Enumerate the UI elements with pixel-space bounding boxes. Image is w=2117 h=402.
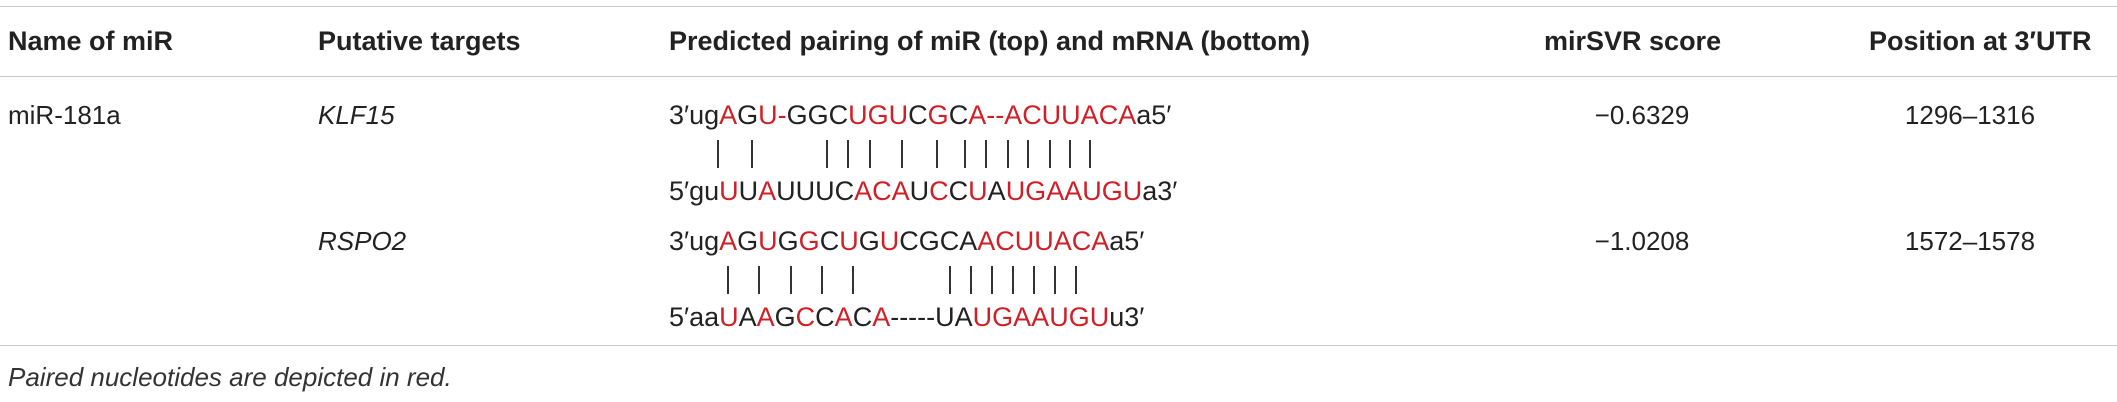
pairing-bar <box>1049 140 1051 168</box>
pairing-bar <box>727 266 729 294</box>
sequence-segment: U <box>909 176 930 206</box>
row2-position: 1572–1578 <box>1904 226 2036 256</box>
sequence-segment: a5′ <box>1136 100 1172 130</box>
sequence-segment: a3′ <box>1142 176 1178 206</box>
pairing-bar <box>869 140 871 168</box>
pairing-bar <box>821 266 823 294</box>
row1-name: miR-181a <box>8 100 121 130</box>
row2-score: −1.0208 <box>1594 226 1690 256</box>
sequence-segment: C <box>948 100 969 130</box>
sequence-segment: G <box>774 302 796 332</box>
sequence-segment: -----UA <box>890 302 973 332</box>
pairing-bar <box>1033 266 1035 294</box>
sequence-segment: U <box>968 176 988 206</box>
table-bottom-rule <box>0 345 2117 346</box>
sequence-segment: C <box>929 176 949 206</box>
row1-score: −0.6329 <box>1594 100 1690 130</box>
pairing-bar <box>901 140 903 168</box>
row2-target: RSPO2 <box>318 226 407 256</box>
sequence-segment: a5′ <box>1109 226 1145 256</box>
pairing-bar <box>949 266 951 294</box>
header-name: Name of miR <box>8 26 174 56</box>
pairing-bar <box>717 140 719 168</box>
pairing-bar <box>1007 140 1009 168</box>
sequence-segment: U- <box>758 100 787 130</box>
sequence-segment: U <box>758 226 778 256</box>
row1-mir-sequence: 3′ugAGU-GGCUGUCGCA--ACUUACAa5′ <box>669 100 1171 131</box>
sequence-segment: G <box>737 226 759 256</box>
header-pairing: Predicted pairing of miR (top) and mRNA … <box>669 26 1310 56</box>
sequence-segment: C <box>852 302 873 332</box>
sequence-segment: G <box>777 226 799 256</box>
table-header-rule <box>0 76 2117 77</box>
row1-target: KLF15 <box>318 100 395 130</box>
sequence-segment: C <box>815 302 835 332</box>
pairing-bar <box>1089 140 1091 168</box>
sequence-segment: A <box>719 100 738 130</box>
row2-mir-sequence: 3′ugAGUGGCUGUCGCAACUUACAa5′ <box>669 226 1144 257</box>
sequence-segment: ACA <box>854 176 910 206</box>
table-footnote: Paired nucleotides are depicted in red. <box>8 362 452 392</box>
pairing-bar <box>758 266 760 294</box>
sequence-segment: U <box>839 226 859 256</box>
sequence-segment: UGAAUGU <box>1005 176 1143 206</box>
pairing-bar <box>790 266 792 294</box>
sequence-segment: G <box>927 100 949 130</box>
sequence-segment: ACUUACA <box>977 226 1110 256</box>
sequence-segment: UGAAUGU <box>972 302 1110 332</box>
sequence-segment: 5′aa <box>669 302 720 332</box>
sequence-segment: U <box>719 176 739 206</box>
pairing-bar <box>826 140 828 168</box>
sequence-segment: C <box>795 302 816 332</box>
pairing-bar <box>1027 140 1029 168</box>
pairing-bar <box>1069 140 1071 168</box>
sequence-segment: G <box>737 100 759 130</box>
row2-mrna-sequence: 5′aaUAAGCCACA-----UAUGAAUGUu3′ <box>669 302 1144 333</box>
sequence-segment: G <box>798 226 820 256</box>
pairing-bar <box>1012 266 1014 294</box>
sequence-segment: A <box>834 302 853 332</box>
sequence-segment: C <box>948 176 969 206</box>
row1-pairing-bars <box>669 140 1209 170</box>
pairing-bar <box>751 140 753 168</box>
sequence-segment: C <box>819 226 840 256</box>
sequence-segment: U <box>738 176 759 206</box>
pairing-bar <box>852 266 854 294</box>
header-position: Position at 3′UTR <box>1869 26 2092 56</box>
pairing-bar <box>1054 266 1056 294</box>
sequence-segment: U <box>879 226 900 256</box>
pairing-bar <box>964 140 966 168</box>
sequence-segment: GGC <box>786 100 849 130</box>
sequence-segment: G <box>858 226 880 256</box>
pairing-bar <box>991 266 993 294</box>
pairing-bar <box>1075 266 1077 294</box>
sequence-segment: 5′gu <box>669 176 720 206</box>
sequence-segment: C <box>908 100 928 130</box>
pairing-bar <box>936 140 938 168</box>
sequence-segment: A--ACUUACA <box>968 100 1137 130</box>
sequence-segment: U <box>719 302 739 332</box>
header-score: mirSVR score <box>1544 26 1722 56</box>
sequence-segment: 3′ug <box>669 100 720 130</box>
sequence-segment: A <box>719 226 738 256</box>
row1-position: 1296–1316 <box>1904 100 2036 130</box>
sequence-segment: A <box>756 302 775 332</box>
sequence-segment: A <box>758 176 777 206</box>
pairing-bar <box>985 140 987 168</box>
header-targets: Putative targets <box>318 26 521 56</box>
sequence-segment: u3′ <box>1109 302 1145 332</box>
sequence-segment: A <box>738 302 757 332</box>
sequence-segment: 3′ug <box>669 226 720 256</box>
sequence-segment: UGU <box>848 100 909 130</box>
row2-pairing-bars <box>669 266 1209 296</box>
pairing-bar <box>970 266 972 294</box>
sequence-segment: CGCA <box>899 226 978 256</box>
table-top-rule <box>0 6 2117 7</box>
sequence-segment: UUUC <box>776 176 855 206</box>
row1-mrna-sequence: 5′guUUAUUUCACAUCCUAUGAAUGUa3′ <box>669 176 1177 207</box>
sequence-segment: A <box>872 302 891 332</box>
sequence-segment: A <box>987 176 1006 206</box>
pairing-bar <box>847 140 849 168</box>
